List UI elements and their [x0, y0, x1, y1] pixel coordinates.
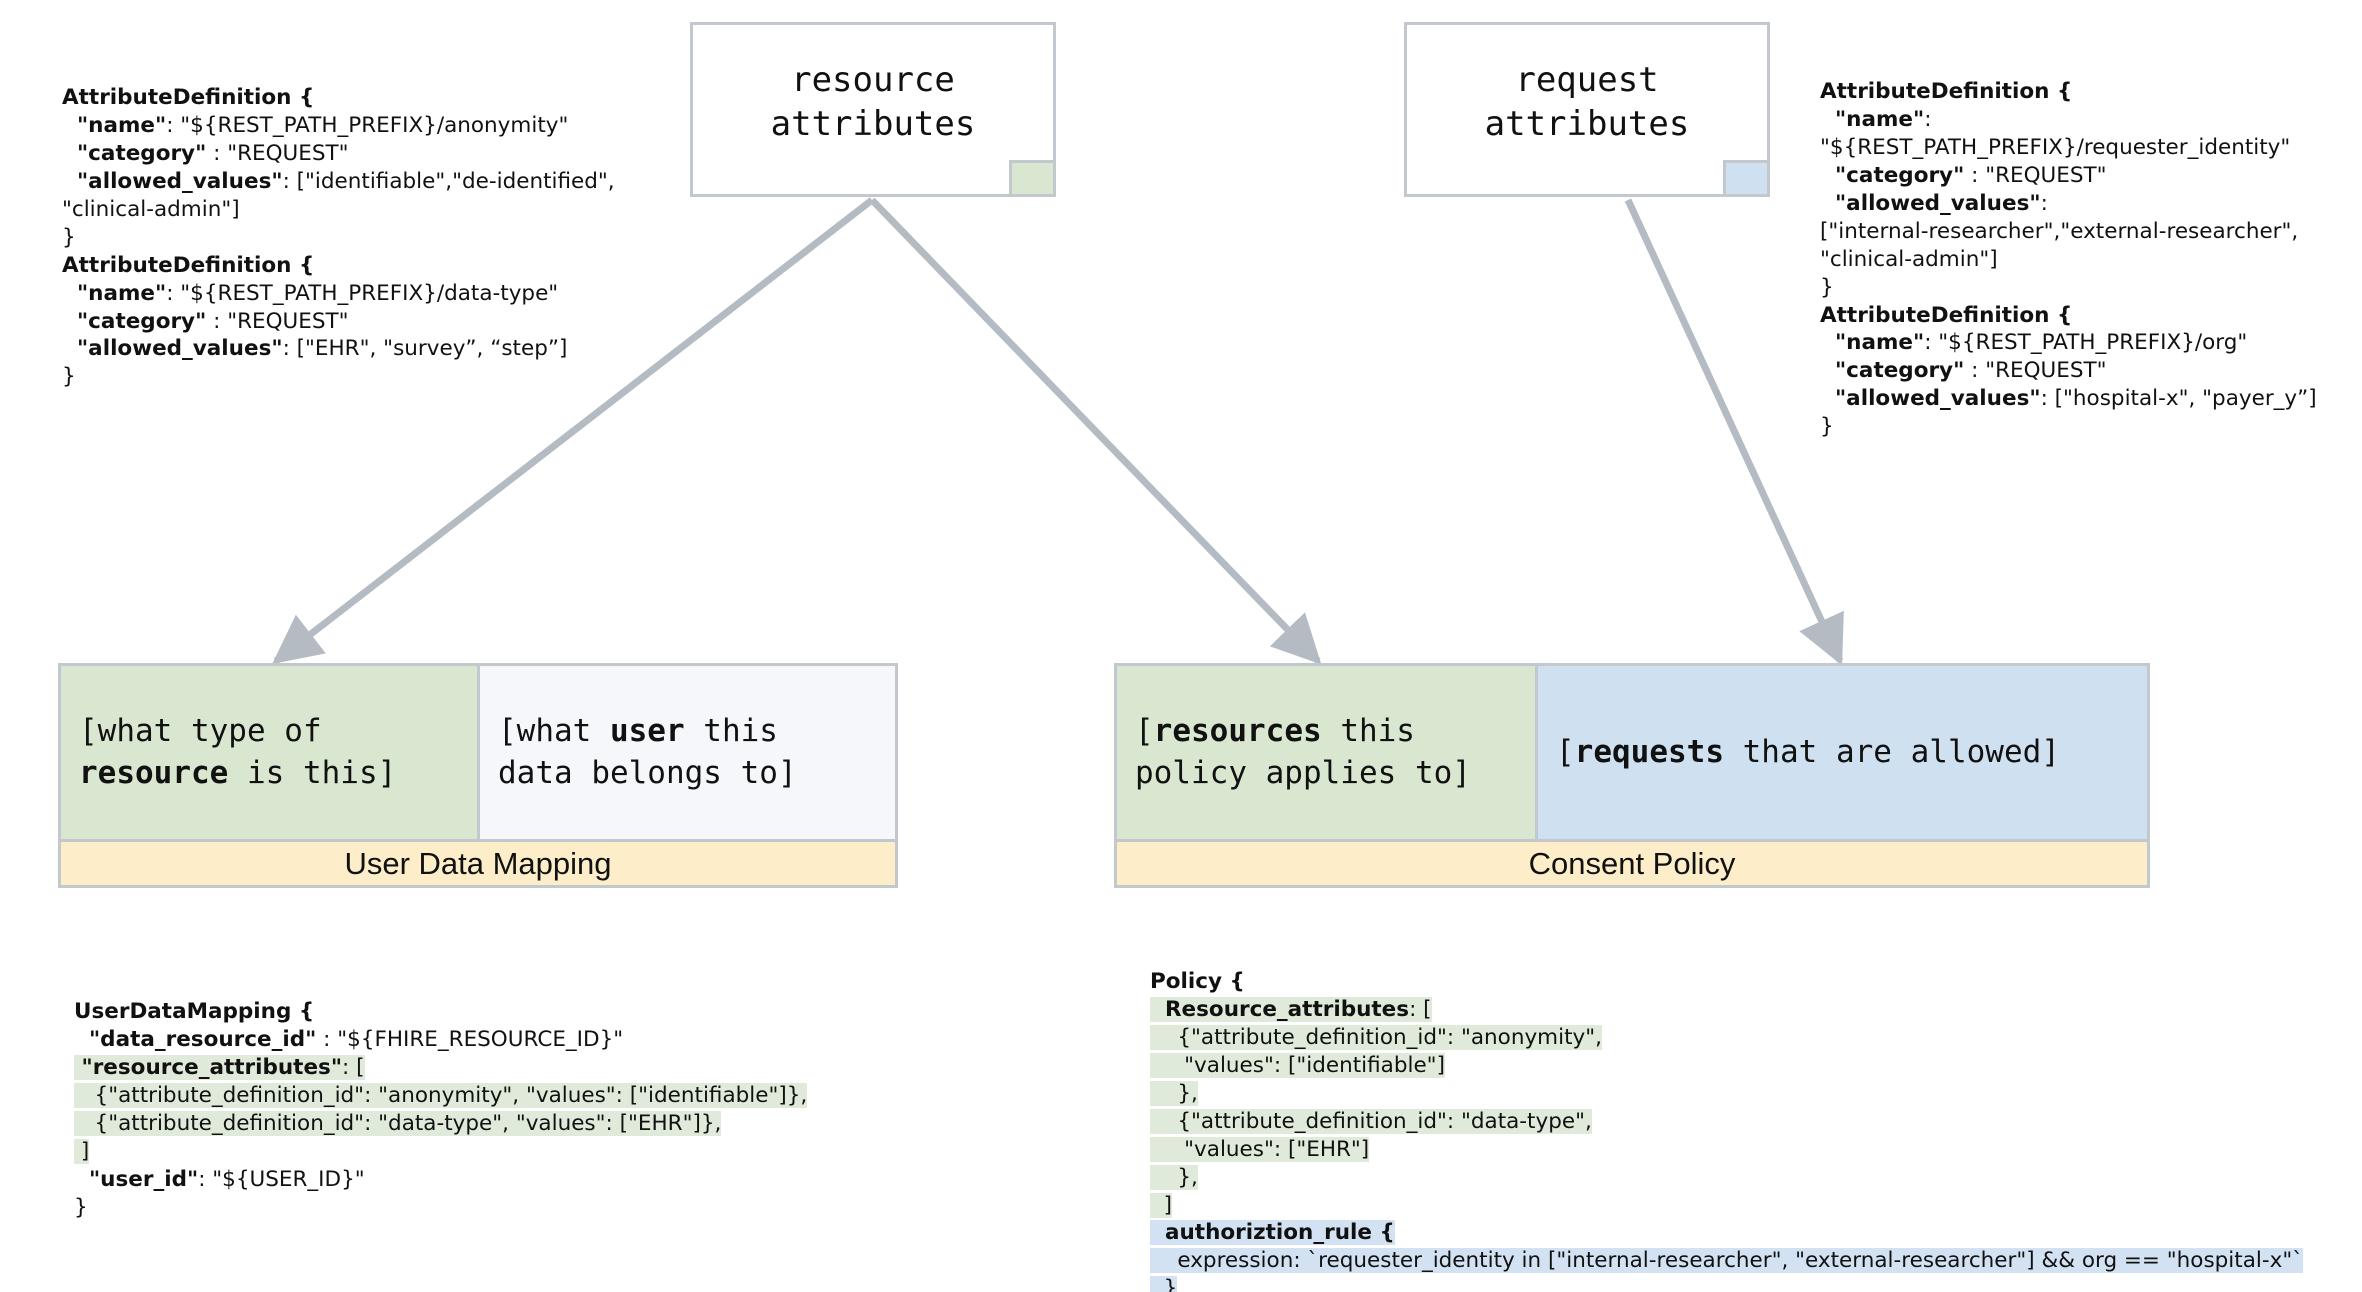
left-attribute-definitions-code: AttributeDefinition { "name": "${REST_PA…	[62, 84, 722, 391]
code-line: "category" : "REQUEST"	[62, 140, 349, 166]
code-line: Policy {	[1150, 969, 1245, 994]
code-line: "name": "${REST_PATH_PREFIX}/anonymity"	[62, 112, 569, 138]
consent-resources-cell-text: [resources this policy applies to]	[1135, 712, 1471, 791]
code-line: "resource_attributes": [	[74, 1054, 365, 1080]
code-line: "allowed_values": ["identifiable","de-id…	[62, 168, 615, 194]
consent-policy-code: Policy { Resource_attributes: [ {"attrib…	[1150, 968, 2360, 1292]
code-line: "values": ["EHR"]	[1150, 1136, 1370, 1162]
code-line: }	[1150, 1275, 2360, 1292]
code-line: expression: `requester_identity in ["int…	[1150, 1248, 2303, 1274]
code-line: "allowed_values": ["hospital-x", "payer_…	[1820, 386, 2317, 412]
user-data-mapping-entity[interactable]: [what type of resource is this] [what us…	[58, 663, 898, 888]
code-line: {"attribute_definition_id": "data-type",…	[74, 1110, 722, 1136]
code-line: "${REST_PATH_PREFIX}/requester_identity"	[1820, 134, 2291, 160]
code-line: "name":	[1820, 106, 1932, 132]
code-line: },	[1150, 1164, 1198, 1190]
code-line: ["internal-researcher","external-researc…	[1820, 218, 2299, 244]
code-line: {"attribute_definition_id": "anonymity",…	[74, 1082, 808, 1108]
code-line: "allowed_values": ["EHR", "survey”, “ste…	[62, 336, 568, 362]
code-line: }	[1820, 274, 1834, 300]
code-line: AttributeDefinition {	[62, 85, 315, 110]
code-line: AttributeDefinition {	[1820, 79, 2073, 104]
request-attributes-box[interactable]: request attributes	[1404, 22, 1770, 197]
code-line: "data_resource_id" : "${FHIRE_RESOURCE_I…	[74, 1026, 624, 1052]
user-data-mapping-body: [what type of resource is this] [what us…	[61, 666, 895, 839]
code-line: "category" : "REQUEST"	[1820, 358, 2107, 384]
consent-policy-body: [resources this policy applies to] [requ…	[1117, 666, 2147, 839]
udm-user-cell-text: [what user this data belongs to]	[498, 712, 797, 791]
code-line: }	[62, 224, 76, 250]
code-line: UserDataMapping {	[74, 999, 315, 1024]
code-line: "allowed_values":	[1820, 190, 2048, 216]
consent-requests-cell-text: [requests that are allowed]	[1556, 733, 2060, 770]
right-attribute-definitions-code: AttributeDefinition { "name":"${REST_PAT…	[1820, 78, 2360, 441]
user-data-mapping-code: UserDataMapping { "data_resource_id" : "…	[74, 998, 974, 1222]
code-line: "category" : "REQUEST"	[62, 308, 349, 334]
code-line: }	[74, 1194, 88, 1220]
code-line: "name": "${REST_PATH_PREFIX}/org"	[1820, 330, 2248, 356]
resource-attributes-color-swatch	[1009, 160, 1056, 197]
consent-cell-divider	[1535, 666, 1538, 839]
request-attributes-color-swatch	[1723, 160, 1770, 197]
arrow-resource-to-consent	[869, 197, 1322, 665]
consent-policy-entity[interactable]: [resources this policy applies to] [requ…	[1114, 663, 2150, 888]
udm-resource-cell-text: [what type of resource is this]	[79, 712, 397, 791]
request-attributes-label: request attributes	[1484, 59, 1690, 144]
arrow-request-to-consent	[1624, 198, 1844, 666]
udm-user-cell[interactable]: [what user this data belongs to]	[480, 666, 895, 839]
consent-resources-cell[interactable]: [resources this policy applies to]	[1117, 666, 1535, 839]
udm-footer-label: User Data Mapping	[61, 839, 895, 885]
code-line: "clinical-admin"]	[1820, 246, 1998, 272]
consent-policy-footer-label: Consent Policy	[1117, 839, 2147, 885]
code-line: AttributeDefinition {	[62, 252, 315, 278]
code-line: "category" : "REQUEST"	[1820, 162, 2107, 188]
consent-requests-cell[interactable]: [requests that are allowed]	[1538, 666, 2147, 839]
code-line: }	[62, 364, 76, 390]
code-line: ]	[1150, 1192, 1173, 1218]
code-line: {"attribute_definition_id": "data-type",	[1150, 1108, 1592, 1134]
udm-resource-cell[interactable]: [what type of resource is this]	[61, 666, 477, 839]
code-line: "user_id": "${USER_ID}"	[74, 1166, 365, 1192]
code-line: },	[1150, 1080, 1198, 1106]
udm-cell-divider	[477, 666, 480, 839]
code-line: AttributeDefinition {	[1820, 302, 2073, 328]
code-line: "clinical-admin"]	[62, 196, 240, 222]
code-line: "values": ["identifiable"]	[1150, 1052, 1445, 1078]
resource-attributes-box[interactable]: resource attributes	[690, 22, 1056, 197]
code-line: {"attribute_definition_id": "anonymity",	[1150, 1024, 1602, 1050]
code-line: "name": "${REST_PATH_PREFIX}/data-type"	[62, 280, 559, 306]
code-line: Resource_attributes: [	[1150, 996, 1432, 1022]
code-line: ]	[74, 1138, 90, 1164]
code-line: authoriztion_rule {	[1150, 1220, 1395, 1246]
resource-attributes-label: resource attributes	[770, 59, 976, 144]
code-line: }	[1820, 414, 1834, 440]
